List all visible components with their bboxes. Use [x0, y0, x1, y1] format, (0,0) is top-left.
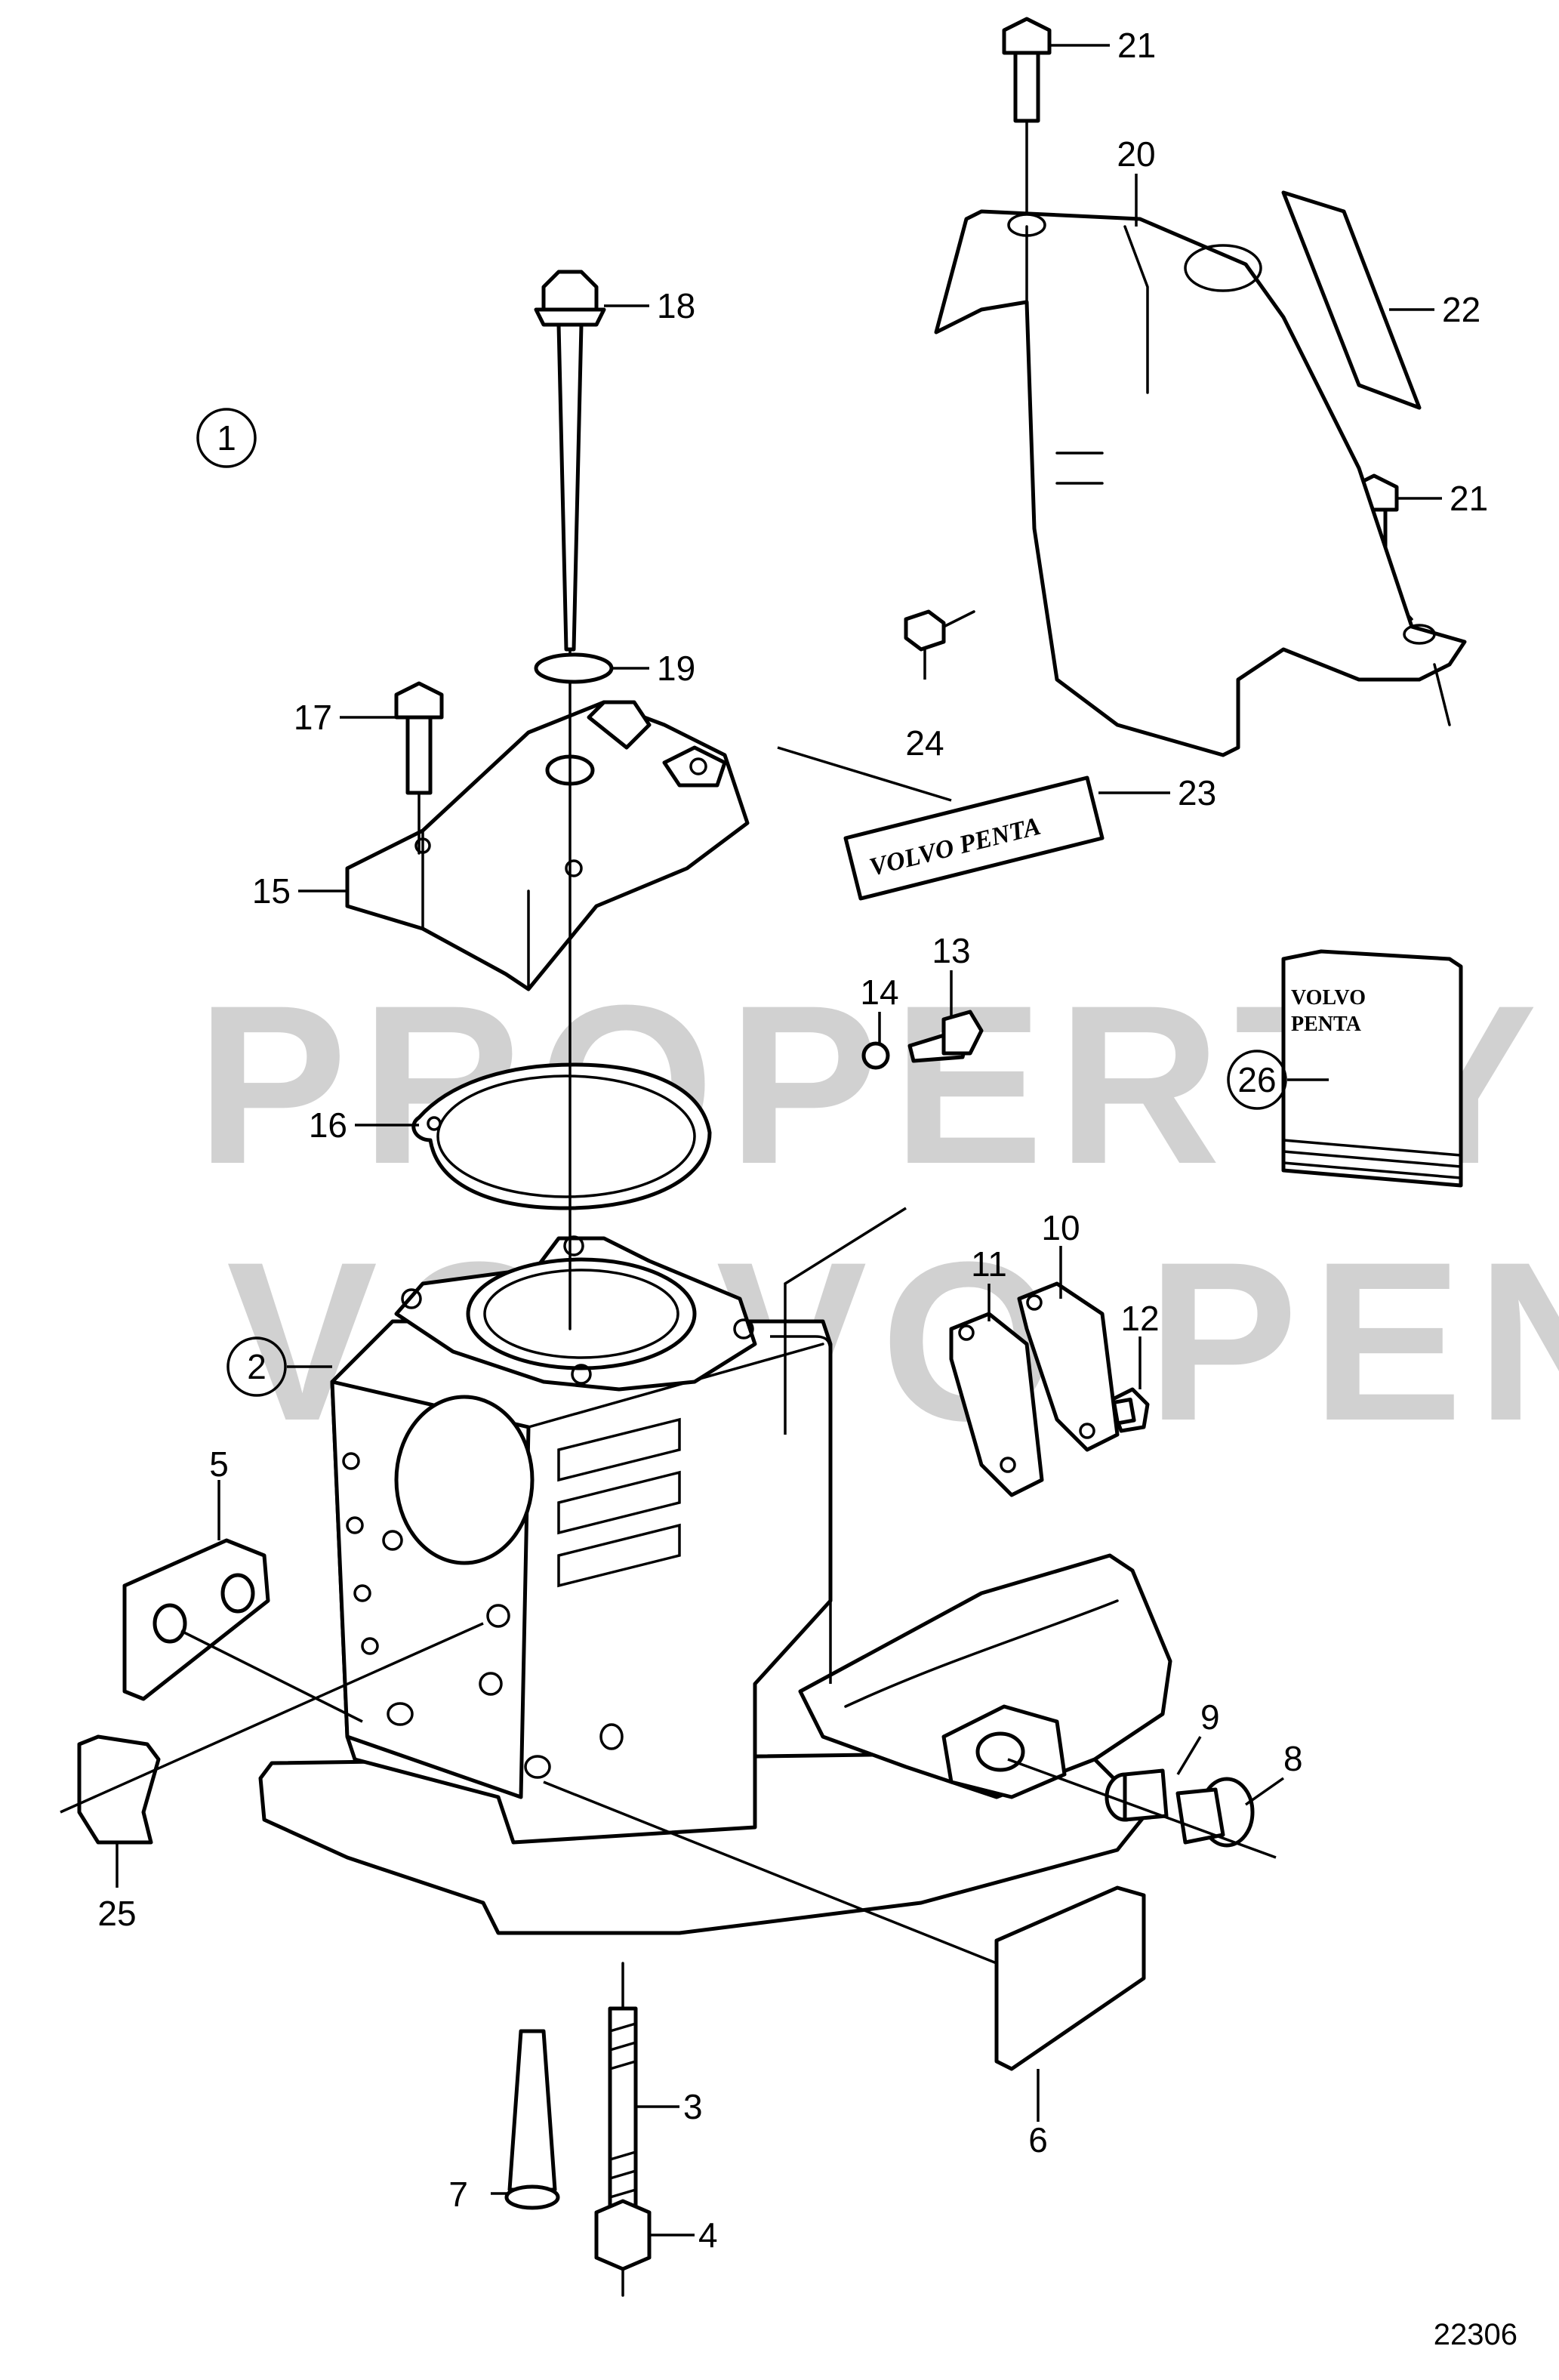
screw-17 [394, 681, 444, 855]
cover [345, 700, 750, 991]
callout-26: 26 [1237, 1060, 1276, 1099]
callout-22: 22 [1442, 290, 1480, 329]
callout-11: 11 [971, 1244, 1007, 1284]
callout-10: 10 [1041, 1208, 1080, 1247]
callout-1: 1 [217, 418, 236, 458]
callout-16: 16 [309, 1105, 347, 1145]
callout-24: 24 [905, 723, 944, 763]
callout-4: 4 [698, 2215, 718, 2255]
bushing-9 [1105, 1768, 1169, 1822]
screw-13 [907, 1010, 984, 1063]
callout-3: 3 [683, 2087, 703, 2126]
callout-17: 17 [294, 698, 332, 737]
dipstick [534, 270, 606, 1330]
callout-labels: 1 2 3 4 5 6 7 8 9 10 11 12 13 14 15 16 1… [97, 26, 1488, 2255]
kit-text-line2: PENTA [1291, 1013, 1362, 1036]
callout-23: 23 [1178, 773, 1216, 812]
decal-23: VOLVO PENTA [777, 746, 1105, 901]
callout-25: 25 [97, 1894, 136, 1933]
callout-9: 9 [1200, 1697, 1220, 1737]
callout-21-top: 21 [1117, 26, 1156, 65]
cover-shield [934, 209, 1467, 757]
callout-14: 14 [860, 973, 898, 1012]
callout-6: 6 [1028, 2120, 1048, 2160]
callout-8: 8 [1283, 1739, 1303, 1778]
callout-leaders [116, 44, 1442, 2237]
callout-7: 7 [448, 2175, 468, 2214]
nut-24 [904, 609, 975, 652]
callout-12: 12 [1120, 1299, 1159, 1338]
kit-text-line1: VOLVO [1291, 986, 1366, 1010]
callout-19: 19 [657, 649, 695, 688]
zinc-anode-6 [543, 1780, 1146, 2071]
callout-21-side: 21 [1450, 479, 1488, 518]
stud-3 [608, 1962, 638, 2215]
plug-7 [504, 2029, 560, 2210]
decal-22 [1281, 190, 1422, 410]
nut-4 [594, 2199, 652, 2297]
callout-2: 2 [247, 1347, 267, 1386]
gasket-25 [60, 1622, 484, 1845]
kit-26: VOLVO PENTA [1281, 949, 1463, 1188]
screw-21-top [1002, 17, 1052, 228]
callout-5: 5 [209, 1444, 229, 1484]
gear-housing [258, 1207, 1172, 1935]
callout-18: 18 [657, 286, 695, 325]
gasket [411, 1062, 712, 1210]
cover-plate-11 [949, 1312, 1044, 1497]
zinc-anode-5 [122, 1538, 363, 1723]
callout-15: 15 [252, 871, 291, 911]
callout-20: 20 [1117, 134, 1155, 174]
bushing-8 [1007, 1758, 1277, 1859]
o-ring [534, 652, 614, 684]
callout-13: 13 [932, 931, 970, 970]
reference-number: 22306 [1434, 2318, 1517, 2351]
washer-14 [861, 1041, 890, 1070]
cover-plate-10 [1017, 1281, 1120, 1452]
